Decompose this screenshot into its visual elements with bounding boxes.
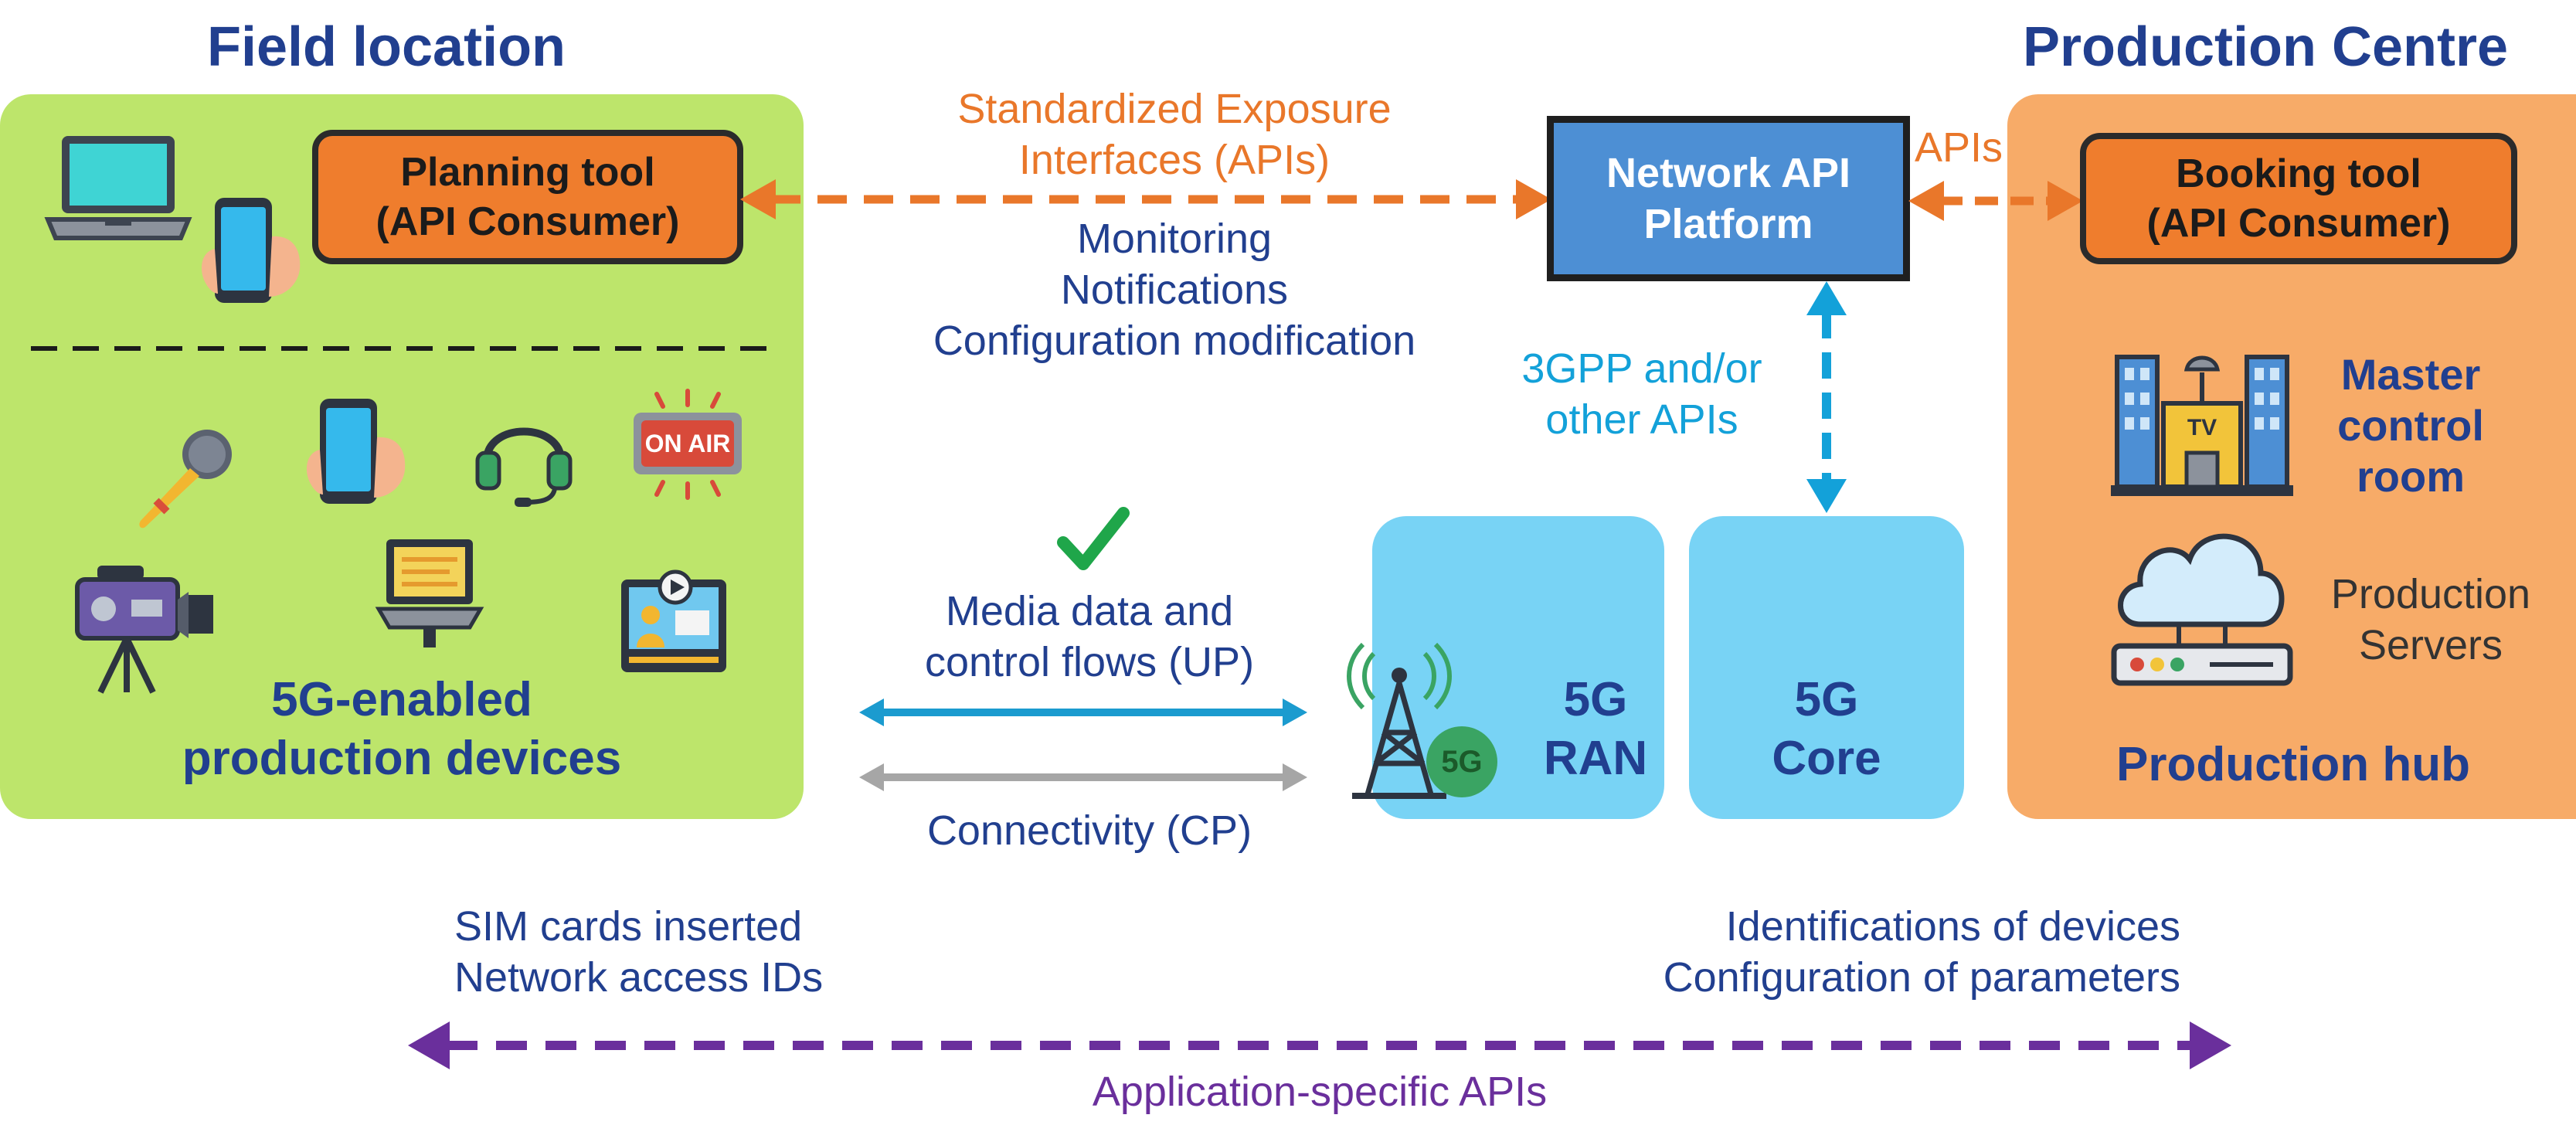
master-control-room-label: Master control room: [2310, 349, 2511, 502]
exposure-functions-list: Monitoring Notifications Configuration m…: [804, 213, 1545, 366]
planning-tool-box[interactable]: Planning tool (API Consumer): [312, 130, 743, 264]
master-line-2: control: [2337, 401, 2484, 450]
exposure-line-2: Interfaces (APIs): [1018, 137, 1330, 183]
tv-building-icon: TV: [2109, 346, 2295, 501]
field-separator-line: [31, 346, 773, 351]
smartphone-hand-icon: [201, 198, 301, 303]
sim-line-1: SIM cards inserted: [454, 903, 803, 950]
function-monitoring: Monitoring: [1076, 216, 1273, 262]
cell-tower-icon: 5G: [1329, 624, 1499, 805]
production-devices-label: 5G-enabled production devices: [31, 671, 773, 788]
booking-tool-title: Booking tool: [2176, 151, 2421, 196]
field-location-heading: Field location: [207, 16, 566, 78]
apis-arrow: [1908, 181, 2083, 221]
production-hub-label: Production hub: [2116, 738, 2471, 791]
function-configuration: Configuration modification: [933, 318, 1416, 364]
core-block[interactable]: [1689, 516, 1964, 819]
cloud-server-icon: [2111, 533, 2293, 686]
network-api-platform-box[interactable]: Network API Platform: [1547, 116, 1910, 281]
platform-title-line-1: Network API: [1606, 150, 1851, 196]
microphone-icon: [139, 430, 232, 529]
ran-line-2: RAN: [1543, 732, 1648, 785]
core-label: 5G Core: [1689, 671, 1964, 788]
on-air-text: ON AIR: [644, 430, 731, 457]
planning-tool-subtitle: (API Consumer): [376, 199, 680, 244]
devices-label-line-2: production devices: [182, 732, 622, 785]
ran-line-1: 5G: [1563, 673, 1628, 726]
exposure-arrow: [740, 179, 1551, 219]
sim-cards-list: SIM cards inserted Network access IDs: [454, 901, 995, 1003]
master-line-3: room: [2357, 452, 2465, 501]
smartphone-hand-icon: [306, 399, 406, 504]
teleprompter-icon: [375, 539, 484, 647]
booking-tool-box[interactable]: Booking tool (API Consumer): [2080, 133, 2517, 264]
video-camera-icon: [75, 566, 213, 694]
apis-label: APIs: [1915, 124, 2003, 171]
servers-line-1: Production: [2330, 571, 2531, 617]
gpp-apis-label: 3GPP and/or other APIs: [1491, 343, 1793, 445]
core-line-2: Core: [1772, 732, 1881, 785]
gpp-apis-arrow: [1806, 281, 1847, 513]
planning-tool-title: Planning tool: [400, 150, 655, 195]
video-player-icon: [621, 569, 726, 672]
application-apis-arrow: [408, 1021, 2231, 1069]
servers-line-2: Servers: [2358, 622, 2503, 668]
gpp-line-2: other APIs: [1545, 396, 1738, 443]
checkmark-icon: [1057, 507, 1130, 570]
production-centre-heading: Production Centre: [2023, 16, 2509, 78]
devices-label-line-1: 5G-enabled: [271, 673, 532, 726]
media-flows-label: Media data and control flows (UP): [858, 586, 1321, 688]
user-plane-arrow: [859, 698, 1307, 726]
core-line-1: 5G: [1794, 673, 1859, 726]
gpp-line-1: 3GPP and/or: [1521, 345, 1762, 392]
connectivity-label: Connectivity (CP): [926, 807, 1252, 854]
sim-line-2: Network access IDs: [454, 954, 824, 1001]
identification-line-2: Configuration of parameters: [1663, 954, 2180, 1001]
function-notifications: Notifications: [1060, 267, 1289, 313]
device-identification-list: Identifications of devices Configuration…: [1485, 901, 2180, 1003]
media-line-1: Media data and: [945, 588, 1234, 634]
ran-label: 5G RAN: [1538, 671, 1653, 788]
control-plane-arrow: [859, 763, 1307, 791]
application-apis-label: Application-specific APIs: [1092, 1069, 1548, 1115]
booking-tool-subtitle: (API Consumer): [2146, 201, 2451, 246]
production-servers-label: Production Servers: [2307, 569, 2554, 671]
tv-sign-text: TV: [2187, 415, 2217, 440]
exposure-line-1: Standardized Exposure: [957, 86, 1392, 132]
headset-icon: [475, 427, 573, 507]
tower-5g-badge: 5G: [1441, 745, 1483, 779]
media-line-2: control flows (UP): [924, 639, 1255, 685]
laptop-icon: [44, 136, 192, 240]
platform-title-line-2: Platform: [1643, 201, 1813, 247]
master-line-1: Master: [2340, 350, 2481, 399]
exposure-interfaces-label: Standardized Exposure Interfaces (APIs): [804, 83, 1545, 185]
identification-line-1: Identifications of devices: [1725, 903, 2180, 950]
on-air-sign-icon: ON AIR: [626, 386, 749, 502]
